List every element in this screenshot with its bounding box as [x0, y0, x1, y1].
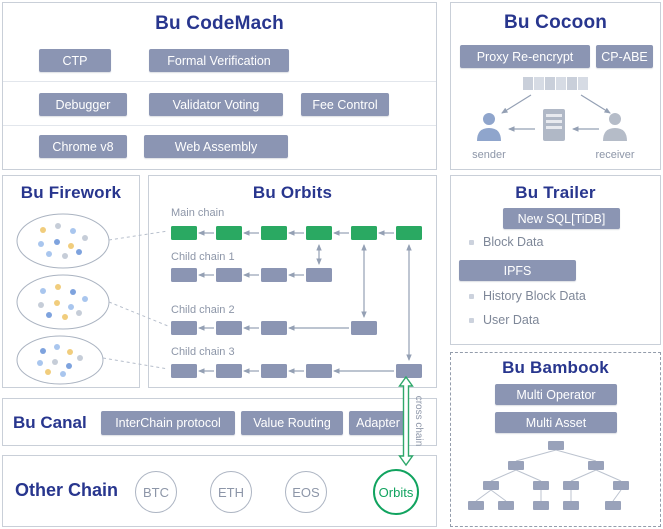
sender-label: sender: [472, 149, 506, 161]
orbits-title: Bu Orbits: [252, 183, 333, 202]
child-chain-2-label: Child chain 2: [171, 304, 235, 316]
cluster-dots-2: [38, 284, 88, 320]
orbits-node: Orbits: [373, 469, 419, 515]
panel-codemach: Bu CodeMach CTP Formal Verification Debu…: [2, 2, 437, 170]
tree-blocks: [468, 441, 629, 510]
chip-formal-verification: Formal Verification: [149, 49, 289, 72]
cluster-dots-3: [37, 344, 83, 377]
panel-firework: Bu Firework: [2, 175, 140, 388]
divider: [3, 125, 436, 126]
cocoon-flow-diagram: [477, 77, 627, 141]
panel-bambook: Bu Bambook Multi Operator Multi Asset: [450, 352, 661, 527]
orbits-chain-diagram: [171, 226, 422, 378]
chip-ctp: CTP: [39, 49, 111, 72]
chip-fee-control: Fee Control: [301, 93, 389, 116]
chip-value-routing: Value Routing: [241, 411, 343, 435]
child-chain-3-label: Child chain 3: [171, 346, 235, 358]
main-chain-blocks: [171, 226, 422, 240]
trailer-bullet-block-data: Block Data: [469, 235, 543, 249]
receiver-label: receiver: [595, 149, 635, 161]
trailer-title: Bu Trailer: [515, 183, 596, 202]
cross-link-arrows: [316, 244, 412, 361]
panel-other-chain: Other Chain BTC ETH EOS Orbits: [2, 455, 437, 527]
chip-interchain-protocol: InterChain protocol: [101, 411, 235, 435]
panel-orbits: Bu Orbits Main chain Child chain 1 Child…: [148, 175, 437, 388]
canal-title: Bu Canal: [13, 413, 87, 432]
btc-node: BTC: [135, 471, 177, 513]
chip-multi-asset: Multi Asset: [495, 412, 617, 433]
other-chain-title: Other Chain: [15, 480, 119, 500]
main-chain-label: Main chain: [171, 207, 225, 219]
chip-cp-abe: CP-ABE: [596, 45, 653, 68]
firework-clusters-diagram: [16, 213, 110, 385]
trailer-bullet-user-data: User Data: [469, 313, 539, 327]
child-chain-1-label: Child chain 1: [171, 251, 235, 263]
sender-person-icon: [477, 113, 501, 141]
panel-cocoon: Bu Cocoon Proxy Re-encrypt CP-ABE: [450, 2, 661, 170]
eth-node: ETH: [210, 471, 252, 513]
child-chain-1-blocks: [171, 268, 332, 282]
child-chain-3-blocks: [171, 364, 422, 378]
bullet-text: User Data: [483, 313, 540, 327]
chip-ipfs: IPFS: [459, 260, 576, 281]
trailer-bullet-history-block-data: History Block Data: [469, 289, 586, 303]
block-strip-icon: [523, 77, 588, 90]
bambook-tree-diagram: [468, 441, 629, 510]
panel-trailer: Bu Trailer New SQL[TiDB] Block Data IPFS…: [450, 175, 661, 345]
chip-web-assembly: Web Assembly: [144, 135, 288, 158]
chip-chrome-v8: Chrome v8: [39, 135, 127, 158]
chip-validator-voting: Validator Voting: [149, 93, 283, 116]
firework-title: Bu Firework: [20, 183, 122, 202]
cluster-dots-1: [38, 223, 88, 259]
codemach-title: Bu CodeMach: [155, 13, 284, 34]
bullet-dot-icon: [469, 317, 474, 323]
chip-newsql-tidb: New SQL[TiDB]: [503, 208, 620, 229]
bullet-text: History Block Data: [483, 289, 586, 303]
chip-multi-operator: Multi Operator: [495, 384, 617, 405]
receiver-person-icon: [603, 113, 627, 141]
bullet-text: Block Data: [483, 235, 544, 249]
eos-node: EOS: [285, 471, 327, 513]
bullet-dot-icon: [469, 293, 474, 299]
bambook-title: Bu Bambook: [502, 358, 609, 377]
chip-adapter: Adapter: [349, 411, 407, 435]
panel-canal: Bu Canal InterChain protocol Value Routi…: [2, 398, 437, 446]
bullet-dot-icon: [469, 239, 474, 245]
chip-debugger: Debugger: [39, 93, 127, 116]
chip-proxy-reencrypt: Proxy Re-encrypt: [460, 45, 590, 68]
child-chain-2-blocks: [171, 321, 377, 335]
proxy-server-icon: [543, 109, 565, 141]
cocoon-title: Bu Cocoon: [503, 12, 608, 33]
divider: [3, 81, 436, 82]
